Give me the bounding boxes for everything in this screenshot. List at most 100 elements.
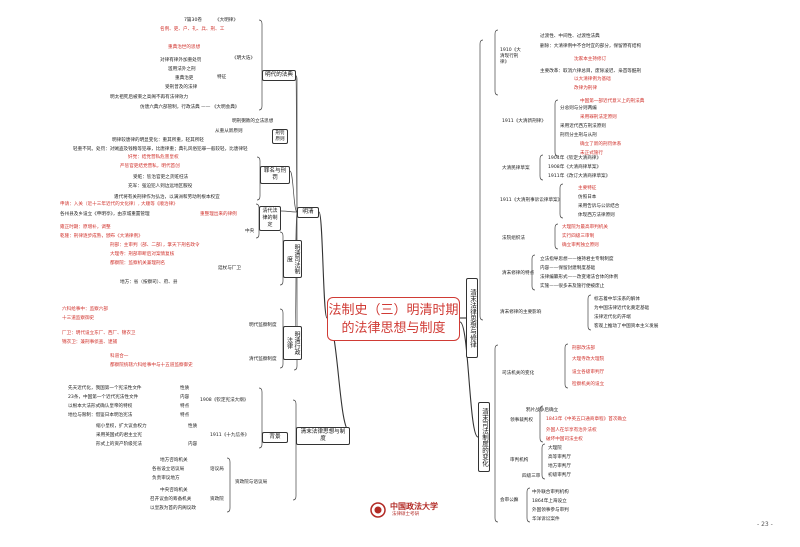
xianfa-tag-2: 特点	[180, 404, 190, 409]
branch-sifa-gaige[interactable]: 清末司法制度的变化	[478, 402, 490, 472]
university-seal-icon	[370, 502, 386, 518]
zhuanbian-red-0: 刑部改法部	[572, 346, 595, 351]
tedian-row-1: 内容——保留封建制度基础	[540, 266, 596, 271]
bracket	[258, 19, 263, 111]
zizheng-row-3: 中央咨询机关	[160, 488, 188, 493]
logo-text: 中国政法大学	[390, 501, 438, 511]
qingcha-row-0: 科道合一	[110, 354, 129, 359]
xinglu-row-1: 采用近代西方刑法原则	[560, 124, 606, 129]
bracket	[541, 443, 546, 480]
fayuan-red-0: 大理院为最高审判机关	[562, 225, 608, 230]
shijiu-label: 1911《十九信条》	[210, 433, 250, 438]
jiandang-row: 奸党：结党营私危害皇权	[128, 155, 179, 160]
connector	[318, 211, 328, 319]
jiancha-row-0: 六科给事中：监察六部	[62, 307, 108, 312]
zhuanbian-red-1: 大理寺改大理院	[572, 357, 605, 362]
bracket	[587, 294, 592, 331]
dagao-item-4: 受刑普及的法律	[165, 85, 198, 90]
tiaoli-row: 遣代将有关刑律作为弘治，以满洲和劳动利根本权宜	[114, 195, 220, 200]
zuiming-node[interactable]: 罪名与刑罚	[260, 166, 290, 184]
sifa-node[interactable]: 明清司法制度	[283, 240, 302, 278]
qingjuri-row-3: 乾隆：刑律逐步成熟，颁布《大清律例》	[60, 234, 143, 239]
yingxiang-row-3: 客观上推动了中国资本主义发展	[594, 324, 659, 329]
minlu-row-0: 1904年《钦定大清商律》	[548, 156, 602, 161]
xianxing-row-0: 过渡性、中间性、过渡性法典	[540, 34, 600, 39]
shijiu-tag-2: 内容	[188, 442, 198, 447]
qingcha-row-1: 都察院统辖六科给事中与十五道监察御史	[110, 363, 193, 368]
connector	[295, 74, 298, 213]
xianxing-red-1: 以大清律例为基础	[574, 77, 611, 82]
branch-qingmo[interactable]: 清末法律思想与制度	[296, 427, 350, 445]
central-topic-line2: 的法律思想与制度	[341, 321, 446, 336]
minlu-row-1: 1908年《大清商律草案》	[548, 165, 602, 170]
bracket	[531, 254, 536, 291]
mingxing-row-0: 从重从新原则	[215, 129, 243, 134]
jiancha-red-0: 厂卫：明代设立东厂、西厂、锦衣卫	[62, 331, 136, 336]
zizheng-row-0: 地方咨询机关	[160, 458, 188, 463]
minlu-row-2: 1911年《改订大清商律草案》	[548, 174, 611, 179]
connector	[289, 170, 298, 213]
bracket	[564, 343, 569, 389]
dagao-item-5: 明太祖死后被束之高阁不再有法律效力	[110, 95, 189, 100]
qing-law-node[interactable]: 清代法律的制定	[259, 206, 281, 231]
xianfa-row-0: 先天近代化，我国第一个宪法性文件	[68, 386, 142, 391]
zizheng-row-5: 以皇族为首的内阁议政	[150, 506, 196, 511]
lingshi-row-1: 1843年《中英五口通商章程》首次确立	[546, 417, 627, 422]
logo-subtext: 法律硕士考研	[392, 512, 419, 517]
huishen-row-2: 外国领事参与审判	[532, 508, 569, 513]
branch-ming-qing[interactable]: 明清	[297, 207, 319, 218]
dagao-item-1: 对律有律外加重处罚	[160, 58, 202, 63]
xianfa-row-3: 地位与限制：借鉴日本明治宪法	[68, 413, 133, 418]
branch-falv-bianxiu[interactable]: 清末法律思想与修律	[466, 278, 478, 358]
xinglu-red-3: 未正式施行	[580, 151, 603, 156]
qingjuri-row-0: 申请：入关（近十三年近代的文化律）, 大顺等《顺治律》	[60, 202, 178, 207]
dagao-item-2: 滥用法外之刑	[168, 67, 196, 72]
bracket	[559, 183, 564, 219]
qingcha-label: 清代监察制度	[249, 357, 277, 362]
difang-row: 地方：省（按察司）、府、县	[120, 280, 178, 285]
dagao-item-3: 重典治吏	[175, 76, 194, 81]
mingxing-label: 明刑弼教的立法思想	[232, 119, 274, 124]
huishen-row-0: 中外联合审判机构	[532, 490, 569, 495]
jiancha-node[interactable]: 明清行政法律	[283, 326, 302, 360]
xingsi-label: 1911《大清刑事诉讼律草案》	[500, 198, 563, 203]
jiancha-label: 明代监察制度	[249, 323, 277, 328]
zhuanbian-label: 司法机关的变化	[502, 371, 535, 376]
mingxing-tag[interactable]: 刑罚原则	[272, 129, 288, 144]
xianfa-tag-3: 特点	[180, 413, 190, 418]
huishen-row-3: 华洋诉讼案件	[532, 517, 560, 522]
central-topic[interactable]: 法制史（三）明清时期 的法律思想与制度	[327, 297, 460, 341]
qingjuri-row-2: 雍正时期：原增补，调整	[60, 225, 111, 230]
qingjuri-row-1: 各州县及乡设立《申明亭》，由京城重置管理	[60, 212, 150, 217]
shenpan-tag: 四级三审	[522, 474, 541, 479]
xianfa-label: 1908《钦定宪法大纲》	[200, 398, 249, 403]
bracket	[494, 29, 499, 96]
bracket	[539, 405, 544, 443]
yingxiang-row-0: 标志着中华法系的解体	[594, 297, 640, 302]
dagao-item-0: 重典治世的思想	[168, 45, 201, 50]
huishen-label: 会审公廨	[500, 498, 519, 503]
lingshi-red-0: 外国人在华享有治外法权	[546, 428, 597, 433]
xianzheng-node[interactable]: 背景	[262, 432, 288, 443]
xinglu-row-0: 分总则与分则两编	[560, 106, 597, 111]
shenpan-row-0: 大理院	[548, 446, 562, 451]
zizheng-row-4: 召开议会的筹备机关	[150, 497, 192, 502]
shouzang-row: 受赃：惩治官吏之贪赃枉法	[133, 175, 189, 180]
bracket	[226, 457, 231, 513]
minlu-label: 大清民律草案	[502, 166, 530, 171]
tedian-row-3: 实施——很多未及施行便被废止	[540, 284, 605, 289]
damingl-label: 《大明律》	[215, 18, 238, 23]
zizheng-row-1: 各省设立谘议局	[152, 467, 185, 472]
zizheng-tag-0: 谘议局	[210, 467, 224, 472]
shijiu-tag-1: 性质	[188, 424, 198, 429]
lingshi-red-1: 破坏中国司法主权	[546, 437, 583, 442]
page-number: - 23 -	[757, 521, 773, 528]
bracket	[479, 39, 484, 321]
yingxiang-label: 清末修律的主要影响	[500, 310, 542, 315]
connector	[280, 210, 298, 213]
xianfa-row-2: 以根本大法形式确认皇帝的特权	[68, 404, 133, 409]
zizheng-label: 资政院与谘议局	[235, 480, 268, 485]
ming-law-node[interactable]: 明代的法典	[262, 70, 296, 81]
xianxing-red-2: 改律为刑律	[574, 86, 597, 91]
xinglu-row-2: 刑罚分主刑与从刑	[560, 133, 597, 138]
